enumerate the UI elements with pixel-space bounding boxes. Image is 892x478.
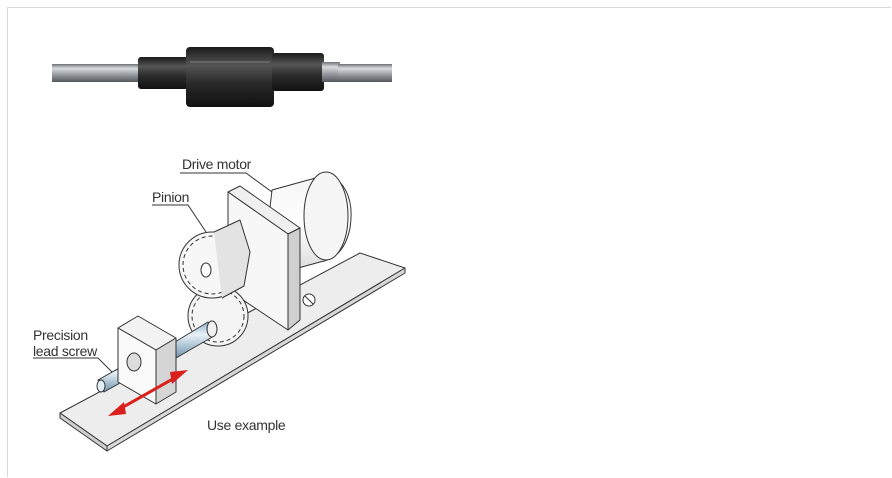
right-neck	[322, 62, 340, 82]
nut-block	[117, 315, 177, 405]
motion-arrow	[108, 370, 188, 416]
lead-screw-photo	[52, 47, 392, 107]
left-collar	[138, 57, 188, 89]
lead-screw-leader	[33, 357, 113, 373]
leader-lines	[33, 172, 273, 373]
label-precision-lead-screw: Precision lead screw	[33, 327, 97, 359]
pinion-leader	[152, 204, 207, 233]
use-example-schematic	[59, 171, 406, 452]
left-shaft	[52, 64, 144, 82]
drive-motor-leader	[180, 172, 273, 193]
main-barrel	[186, 47, 274, 107]
label-pinion: Pinion	[152, 189, 190, 205]
right-shaft	[338, 64, 392, 82]
right-collar	[272, 53, 324, 91]
caption-use-example: Use example	[207, 417, 286, 433]
label-drive-motor: Drive motor	[182, 156, 252, 172]
pinion-gear	[178, 219, 251, 299]
label-precision-line2: lead screw	[33, 343, 97, 359]
base-plate-side	[106, 267, 406, 452]
label-precision-line1: Precision	[33, 327, 88, 343]
motor-bracket	[227, 185, 316, 331]
